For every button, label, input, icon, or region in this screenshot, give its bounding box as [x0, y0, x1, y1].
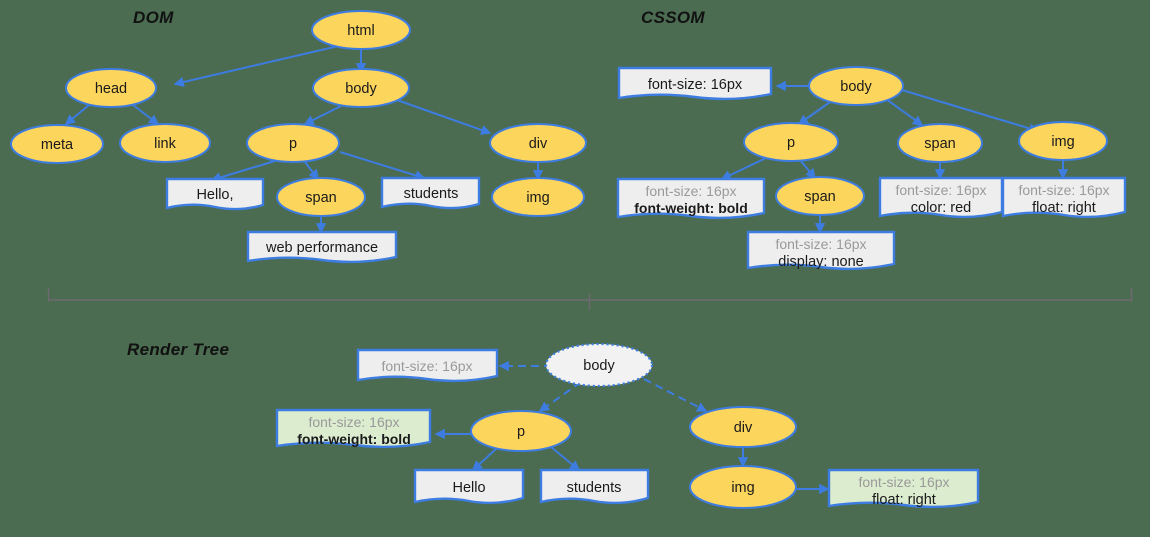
cssom-label-img: img — [1051, 134, 1074, 150]
cssom-img-rule-line1: font-size: 16px — [1018, 182, 1109, 198]
render-box-students: students — [539, 468, 650, 505]
render-node-img: img — [689, 465, 797, 509]
cssom-label-p: p — [787, 135, 795, 151]
render-node-p: p — [470, 410, 572, 452]
section-title-cssom: CSSOM — [641, 8, 705, 27]
cssom-edges — [720, 80, 1069, 234]
dom-node-img: img — [491, 177, 585, 217]
cssom-box-span-rule: font-size: 16px color: red — [878, 176, 1004, 219]
render-label-body: body — [583, 358, 615, 374]
dom-node-body: body — [312, 68, 410, 108]
render-box-p-rule: font-size: 16px font-weight: bold — [275, 408, 432, 449]
dom-node-meta: meta — [10, 124, 104, 164]
dom-node-p: p — [246, 123, 340, 163]
cssom-label-body: body — [840, 79, 872, 95]
dom-label-link: link — [154, 136, 177, 152]
dom-box-hello: Hello, — [165, 177, 265, 211]
dom-node-html: html — [311, 10, 411, 50]
dom-node-head: head — [65, 68, 157, 108]
dom-label-meta: meta — [41, 137, 74, 153]
cssom-label-span: span — [924, 136, 955, 152]
dom-label-p: p — [289, 136, 297, 152]
dom-text-hello: Hello, — [196, 187, 233, 203]
render-body-rule-line1: font-size: 16px — [381, 358, 472, 374]
dom-node-link: link — [119, 123, 211, 163]
dom-edges — [64, 43, 544, 234]
render-img-rule-line2: float: right — [872, 492, 936, 508]
render-p-rule-line2: font-weight: bold — [297, 431, 411, 447]
dom-label-span: span — [305, 190, 336, 206]
section-title-render-tree: Render Tree — [127, 340, 230, 359]
cssom-span-child-rule-line2: display: none — [778, 254, 863, 270]
render-label-img: img — [731, 480, 754, 496]
dom-label-img: img — [526, 190, 549, 206]
dom-node-div: div — [489, 123, 587, 163]
render-node-body: body — [544, 342, 654, 388]
section-divider — [47, 288, 1133, 310]
render-label-div: div — [734, 420, 753, 436]
cssom-p-rule-line2: font-weight: bold — [634, 200, 748, 216]
render-img-rule-line1: font-size: 16px — [858, 474, 949, 490]
dom-node-span: span — [276, 177, 366, 217]
dom-text-web-performance: web performance — [265, 240, 378, 256]
dom-box-web-performance: web performance — [246, 230, 398, 264]
cssom-node-img: img — [1018, 121, 1108, 161]
render-node-div: div — [689, 406, 797, 448]
cssom-p-rule-line1: font-size: 16px — [645, 183, 736, 199]
cssom-span-child-rule-line1: font-size: 16px — [775, 236, 866, 252]
dom-label-html: html — [347, 23, 374, 39]
cssom-img-rule-line2: float: right — [1032, 200, 1096, 216]
cssom-body-rule-line1: font-size: 16px — [648, 77, 743, 93]
render-box-hello: Hello — [413, 468, 525, 505]
render-label-p: p — [517, 424, 525, 440]
section-title-dom: DOM — [133, 8, 174, 27]
dom-text-students: students — [404, 186, 459, 202]
cssom-node-p: p — [743, 122, 839, 162]
cssom-box-img-rule: font-size: 16px float: right — [1001, 176, 1127, 219]
cssom-node-span-child: span — [775, 176, 865, 216]
cssom-box-body-rule: font-size: 16px — [617, 66, 773, 101]
cssom-box-span-child-rule: font-size: 16px display: none — [746, 230, 896, 271]
dom-box-students: students — [380, 176, 481, 210]
render-text-students: students — [567, 480, 622, 496]
dom-label-head: head — [95, 81, 127, 97]
render-text-hello: Hello — [452, 480, 485, 496]
cssom-span-rule-line2: color: red — [911, 200, 971, 216]
cssom-label-span-child: span — [804, 189, 835, 205]
render-box-img-rule: font-size: 16px float: right — [827, 468, 980, 509]
render-box-body-rule: font-size: 16px — [356, 348, 499, 383]
dom-label-body: body — [345, 81, 377, 97]
cssom-box-p-rule: font-size: 16px font-weight: bold — [616, 177, 766, 220]
cssom-span-rule-line1: font-size: 16px — [895, 182, 986, 198]
dom-label-div: div — [529, 136, 548, 152]
cssom-node-span: span — [897, 123, 983, 163]
render-edges — [434, 360, 830, 495]
render-p-rule-line1: font-size: 16px — [308, 414, 399, 430]
cssom-node-body: body — [808, 66, 904, 106]
